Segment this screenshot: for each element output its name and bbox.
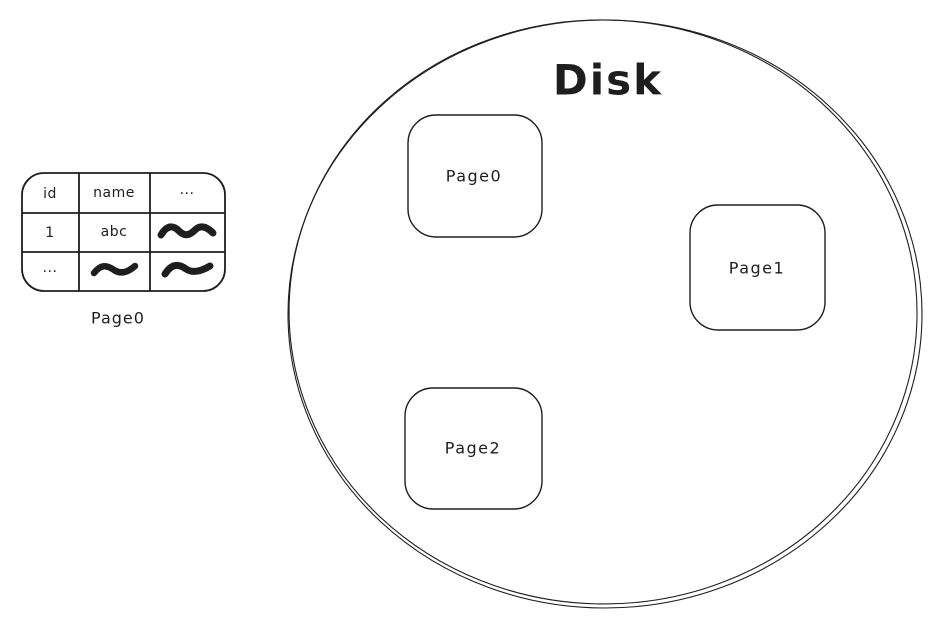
disk-page0-label: Page0 <box>446 167 502 186</box>
disk-page1-label: Page1 <box>729 259 785 278</box>
table-header-id: id <box>43 186 57 202</box>
table-cell-r1c2: abc <box>101 224 128 240</box>
disk-page2-box <box>404 387 543 510</box>
page-table-border <box>21 172 226 292</box>
disk-page1-group: Page1 <box>689 204 826 331</box>
disk-page0-group: Page0 <box>407 114 543 238</box>
squiggle-double-icon <box>157 223 217 239</box>
squiggle-single-icon <box>90 262 139 277</box>
disk-page0-box <box>407 114 543 238</box>
disk-page1-box <box>689 204 826 331</box>
table-cell-r2c1: ... <box>43 260 58 276</box>
table-header-name: name <box>93 185 135 201</box>
disk-page2-label: Page2 <box>445 439 501 458</box>
table-cell-r1c1: 1 <box>45 225 54 241</box>
disk-group: Disk Page0 Page1 Page2 <box>287 19 923 609</box>
squiggle-single-icon <box>161 261 214 278</box>
page-table-caption: Page0 <box>91 309 145 328</box>
disk-title: Disk <box>553 56 663 105</box>
table-header-more: ... <box>180 182 195 198</box>
page-table-group: id name ... 1 abc ... Page0 <box>21 172 226 328</box>
disk-page2-group: Page2 <box>404 387 543 510</box>
disk-ellipse-sketch-overlay <box>288 19 918 605</box>
